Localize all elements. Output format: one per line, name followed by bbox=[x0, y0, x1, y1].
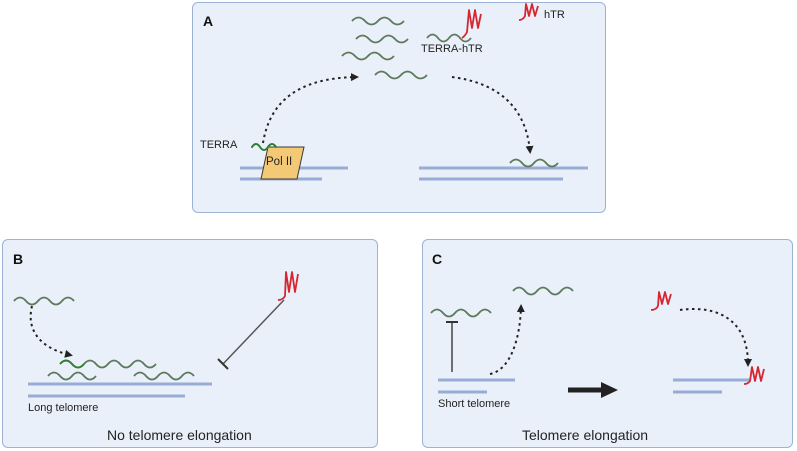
pol2-shape bbox=[260, 146, 305, 180]
panel-b bbox=[2, 239, 378, 448]
short-telomere-label: Short telomere bbox=[438, 398, 511, 410]
terra-molecule bbox=[133, 371, 195, 381]
terra-molecule bbox=[351, 16, 405, 26]
terra-molecule bbox=[13, 296, 75, 306]
pol2-label: Pol II bbox=[266, 156, 293, 168]
htr-molecule bbox=[743, 366, 765, 385]
terra-molecule bbox=[426, 33, 472, 43]
terra-label: TERRA bbox=[200, 139, 238, 151]
panel-a-artwork bbox=[240, 3, 588, 181]
terra-molecule bbox=[341, 51, 395, 61]
panel-c-label: C bbox=[432, 251, 443, 267]
arrow-htr-recruitment bbox=[679, 308, 752, 367]
htr-molecule bbox=[461, 9, 482, 39]
htr-molecule bbox=[650, 291, 672, 311]
panel-b-artwork bbox=[13, 271, 299, 398]
inhibition-line bbox=[222, 299, 285, 365]
panel-b-label: B bbox=[13, 251, 24, 267]
terra-htr-label: TERRA-hTR bbox=[421, 43, 483, 55]
terra-molecule bbox=[509, 158, 559, 168]
terra-molecule bbox=[83, 359, 157, 369]
long-telomere-label: Long telomere bbox=[28, 402, 99, 414]
terra-bound bbox=[59, 359, 85, 369]
terra-molecule bbox=[374, 70, 428, 80]
panel-c bbox=[422, 239, 793, 448]
terra-molecule bbox=[512, 286, 574, 296]
inhibition-bar bbox=[217, 358, 229, 370]
terra-molecule bbox=[355, 34, 409, 44]
big-arrow-head bbox=[601, 382, 618, 398]
arrow-terra-release bbox=[262, 73, 359, 144]
panel-b-caption: No telomere elongation bbox=[107, 427, 252, 443]
arrow-terra-binding bbox=[29, 305, 73, 358]
terra-molecule bbox=[47, 371, 97, 381]
arrow-terra-release bbox=[489, 304, 525, 375]
panel-c-caption: Telomere elongation bbox=[522, 427, 649, 443]
panel-a-label: A bbox=[203, 13, 214, 29]
arrow-terra-targeting bbox=[451, 76, 534, 154]
htr-molecule bbox=[277, 271, 299, 301]
htr-label: hTR bbox=[544, 9, 565, 21]
terra-molecule bbox=[430, 308, 492, 318]
terra-transcript bbox=[251, 143, 277, 151]
panel-c-artwork bbox=[430, 286, 765, 398]
htr-molecule bbox=[518, 3, 539, 21]
